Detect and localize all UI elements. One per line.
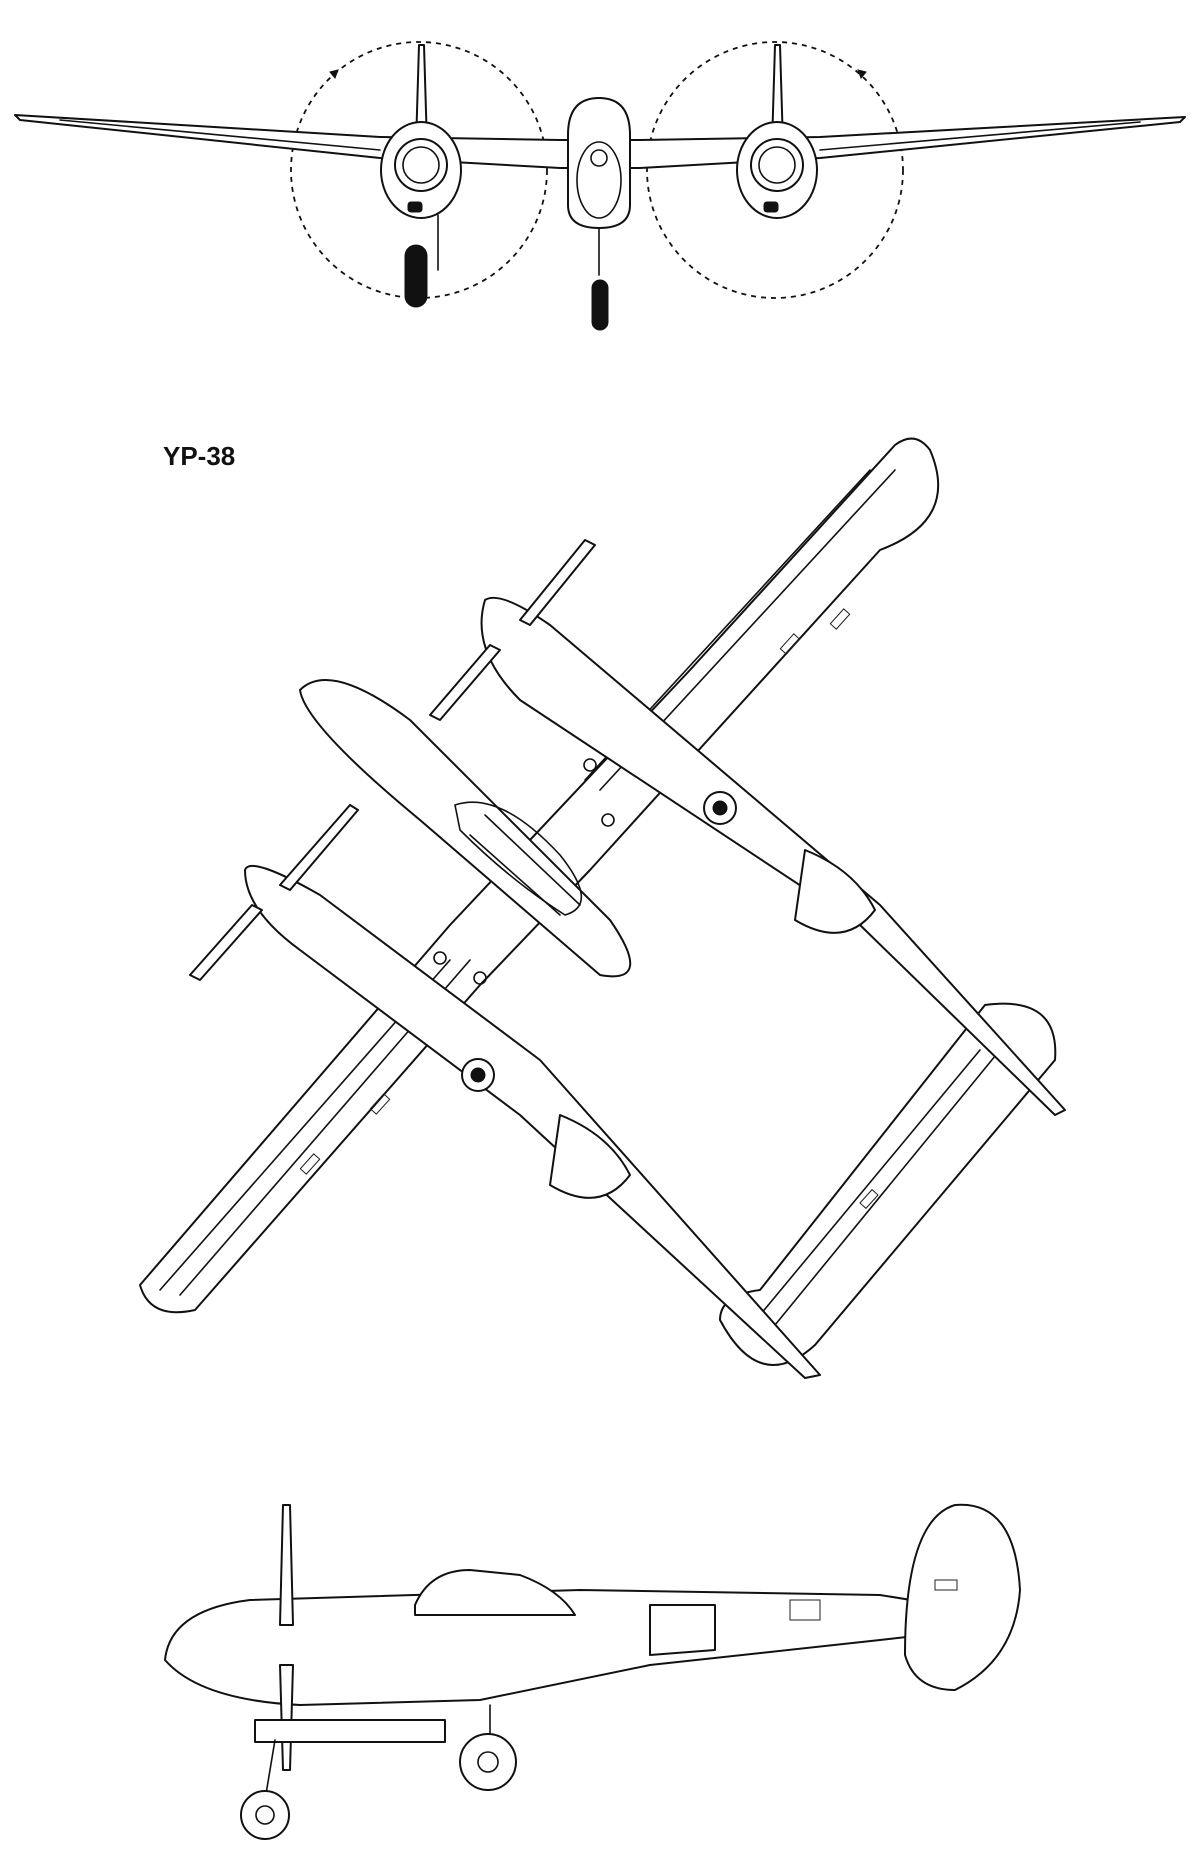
side-radiator <box>649 1604 716 1656</box>
left-boom <box>244 864 821 1379</box>
canopy <box>454 801 583 916</box>
side-main-wheel <box>459 1733 517 1791</box>
front-view <box>14 41 1186 331</box>
side-view <box>164 1503 1021 1840</box>
left-main-wheel <box>404 244 428 308</box>
left-prop-blade-2 <box>189 904 263 981</box>
right-rotation-arrow-icon <box>857 69 867 79</box>
planform-view <box>139 437 1066 1379</box>
right-prop-blade-2 <box>429 644 501 721</box>
side-prop-blade-bottom <box>279 1664 294 1771</box>
left-rotation-arrow-icon <box>329 69 339 79</box>
side-canopy <box>414 1569 576 1616</box>
nose-wheel <box>591 279 609 331</box>
right-prop-blade-1 <box>519 539 596 626</box>
right-prop-disc <box>646 41 904 299</box>
side-nose-wheel <box>240 1790 290 1840</box>
aircraft-designation: YP-38 <box>163 441 235 471</box>
left-radiator <box>549 1114 631 1199</box>
side-prop-blade-top <box>279 1504 294 1626</box>
vertical-tail <box>904 1503 1021 1691</box>
left-prop-blade-1 <box>279 804 359 891</box>
right-radiator <box>794 849 876 934</box>
central-gondola-top <box>299 679 632 978</box>
central-gondola <box>567 97 631 229</box>
right-boom <box>480 596 1066 1116</box>
gear-bay <box>254 1719 446 1743</box>
